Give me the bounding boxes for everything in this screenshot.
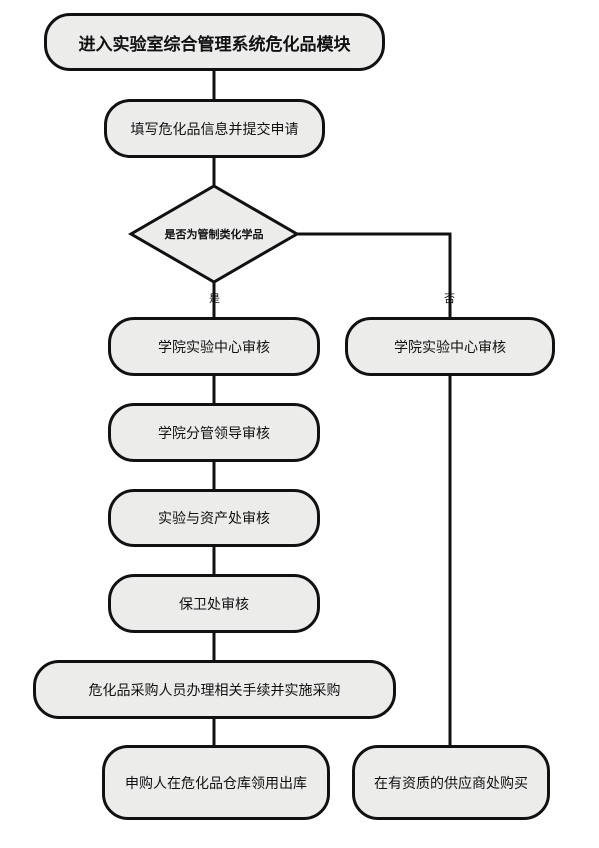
node-yes-procurement: 危化品采购人员办理相关手续并实施采购 [33, 660, 396, 719]
connector-decision-to-no1 [297, 232, 452, 318]
node-no-college-lab-review: 学院实验中心审核 [345, 317, 555, 376]
node-yes-security-review: 保卫处审核 [108, 574, 320, 633]
decision-label: 是否为管制类化学品 [164, 228, 264, 241]
node-yes-college-leader-review: 学院分管领导审核 [108, 403, 320, 462]
node-yes-warehouse-pickup: 申购人在危化品仓库领用出库 [102, 745, 330, 820]
node-no-qualified-supplier: 在有资质的供应商处购买 [352, 745, 550, 820]
branch-no-label: 否 [444, 292, 455, 305]
node-title: 进入实验室综合管理系统危化品模块 [44, 13, 385, 71]
node-yes-asset-office-review: 实验与资产处审核 [108, 489, 320, 547]
branch-yes-label: 是 [209, 292, 220, 305]
node-fill-and-submit: 填写危化品信息并提交申请 [104, 99, 325, 158]
decision-diamond [128, 184, 300, 284]
node-yes-college-lab-review: 学院实验中心审核 [108, 317, 320, 376]
